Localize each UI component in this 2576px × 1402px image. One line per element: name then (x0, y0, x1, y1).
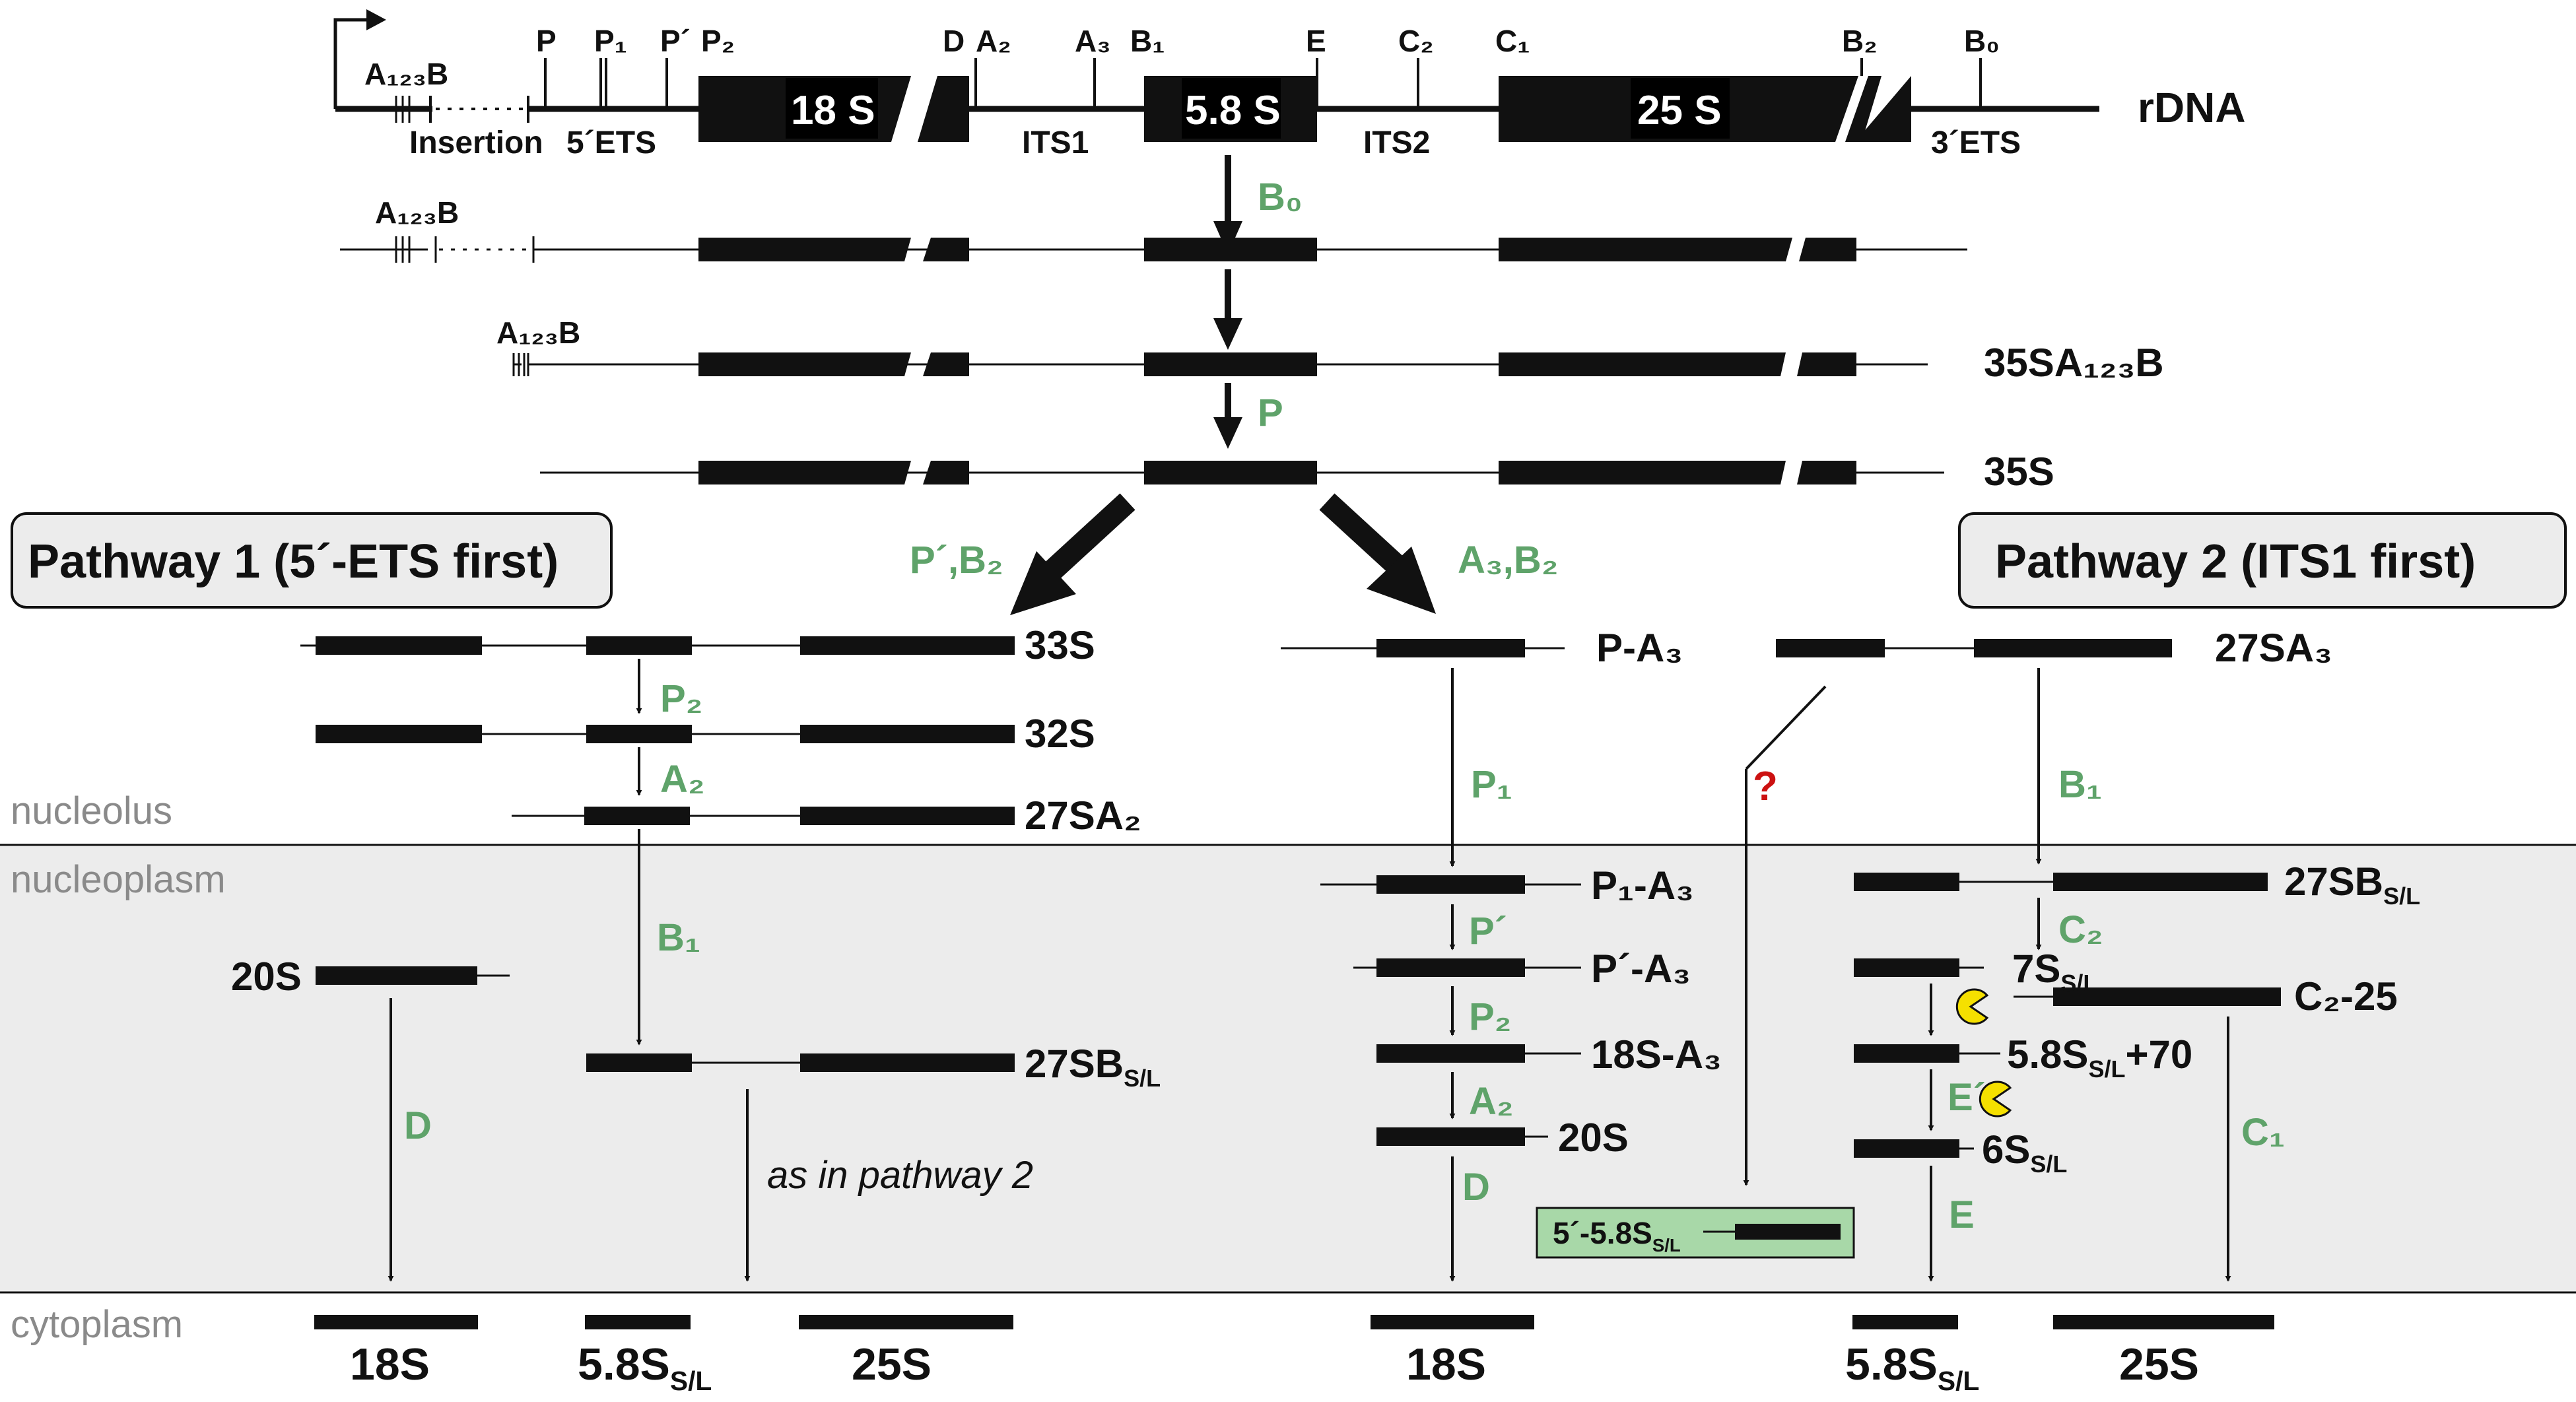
product-58s-p1: 5.8SS/L (578, 1339, 712, 1396)
site-pprime: P´ (660, 24, 691, 58)
region-its1: ITS1 (1022, 125, 1089, 160)
step-d-central: D (1462, 1166, 1490, 1209)
step-p2-p1: P₂ (660, 677, 702, 720)
site-d: D (943, 24, 965, 58)
transcript-35s (540, 461, 1944, 484)
product-18s-p2: 18S (1406, 1339, 1486, 1389)
step-pprime-b2: P´,B₂ (910, 539, 1003, 582)
step-c2-p2: C₂ (2058, 908, 2103, 951)
site-a2: A₂ (976, 24, 1011, 58)
compartment-nucleoplasm: nucleoplasm (11, 858, 226, 901)
pathway2-bars (1776, 639, 2281, 1158)
label-35s: 35S (1984, 450, 2054, 494)
label-p1a3: P₁-A₃ (1591, 863, 1694, 908)
step-a3-b2: A₃,B₂ (1458, 539, 1558, 582)
label-27sb-p2: 27SBS/L (2284, 859, 2420, 910)
rdna-gene (333, 9, 2099, 142)
compartment-nucleolus: nucleolus (11, 789, 172, 832)
product-18s-p1: 18S (350, 1339, 430, 1389)
rrna-25s-label: 25 S (1637, 88, 1722, 133)
as-in-pathway2: as in pathway 2 (767, 1154, 1033, 1197)
nucleoplasm-band (0, 845, 2576, 1292)
svg-text:Pathway 2 (ITS1 first): Pathway 2 (ITS1 first) (1995, 535, 2476, 588)
5prime-58s-box: 5´-5.8SS/L (1536, 1207, 1855, 1259)
step-p1-central: P₁ (1471, 763, 1512, 806)
product-25s-p2: 25S (2119, 1339, 2199, 1389)
label-c225: C₂-25 (2294, 974, 2398, 1018)
site-p1: P₁ (594, 24, 627, 58)
region-its2: ITS2 (1363, 125, 1430, 160)
site-p2: P₂ (701, 24, 735, 58)
site-b2: B₂ (1842, 24, 1878, 58)
step-d-p1: D (404, 1104, 432, 1147)
pathway2-title-box: Pathway 2 (ITS1 first) (1958, 512, 2567, 609)
transcript-full (340, 236, 1967, 263)
transcript-a123b: A₁₂₃B (375, 195, 459, 230)
step-a2-p1: A₂ (660, 758, 705, 801)
label-6s: 6SS/L (1982, 1127, 2067, 1178)
product-58s-p2: 5.8SS/L (1845, 1339, 1979, 1396)
mature-products (314, 1315, 2274, 1329)
label-27sa2: 27SA₂ (1025, 793, 1141, 838)
product-25s-p1: 25S (852, 1339, 932, 1389)
step-p: P (1258, 391, 1283, 434)
label-27sa3: 27SA₃ (2215, 626, 2332, 670)
rrna-18s-label: 18 S (791, 88, 875, 133)
site-e: E (1306, 24, 1326, 58)
region-5ets: 5´ETS (566, 125, 656, 160)
site-c2: C₂ (1398, 24, 1434, 58)
rdna-label: rDNA (2138, 84, 2246, 131)
region-insertion: Insertion (409, 125, 543, 160)
question-mark: ? (1753, 764, 1778, 809)
site-p: P (536, 24, 557, 58)
site-b0: B₀ (1964, 24, 2000, 58)
step-pprime-central: P´ (1469, 910, 1507, 952)
pathway1-title-box: Pathway 1 (5´-ETS first) (11, 512, 613, 609)
step-b0: B₀ (1258, 176, 1303, 218)
label-20s-central: 20S (1558, 1116, 1629, 1160)
label-20s: 20S (231, 954, 302, 999)
step-c1-p2: C₁ (2241, 1111, 2285, 1154)
site-b1: B₁ (1130, 24, 1165, 58)
label-pa3: P-A₃ (1596, 626, 1683, 670)
step-b1-p2: B₁ (2058, 763, 2102, 806)
compartment-cytoplasm: cytoplasm (11, 1303, 183, 1346)
exonuclease-icon-2 (1979, 1081, 2012, 1118)
svg-text:5´-5.8SS/L: 5´-5.8SS/L (1553, 1216, 1681, 1255)
region-3ets: 3´ETS (1931, 125, 2021, 160)
step-b1-p1: B₁ (657, 916, 700, 959)
step-a2-central: A₂ (1469, 1080, 1514, 1123)
site-c1: C₁ (1495, 24, 1530, 58)
label-58s-70: 5.8SS/L+70 (2007, 1032, 2192, 1083)
site-a123b: A₁₂₃B (364, 57, 448, 91)
step-e-p2: E (1949, 1193, 1975, 1236)
label-27sb-p1: 27SBS/L (1025, 1042, 1161, 1092)
label-35sa123b: 35SA₁₂₃B (1984, 341, 2164, 385)
label-7s: 7SS/L (2012, 947, 2097, 997)
label-18sa3: 18S-A₃ (1591, 1032, 1722, 1077)
label-ppa3: P´-A₃ (1591, 947, 1691, 991)
label-33s: 33S (1025, 623, 1095, 667)
svg-text:Pathway 1 (5´-ETS first): Pathway 1 (5´-ETS first) (28, 535, 559, 588)
label-32s: 32S (1025, 712, 1095, 756)
rrna-58s-label: 5.8 S (1185, 88, 1281, 133)
transcript-a123b-small: A₁₂₃B (496, 316, 580, 350)
pathway1-bars (300, 636, 1015, 1072)
step-p2-central: P₂ (1469, 995, 1511, 1038)
exonuclease-icon (1955, 988, 1989, 1025)
site-a3: A₃ (1075, 24, 1111, 58)
central-bars (1281, 639, 1581, 1146)
transcript-35sa123b (512, 352, 1928, 376)
